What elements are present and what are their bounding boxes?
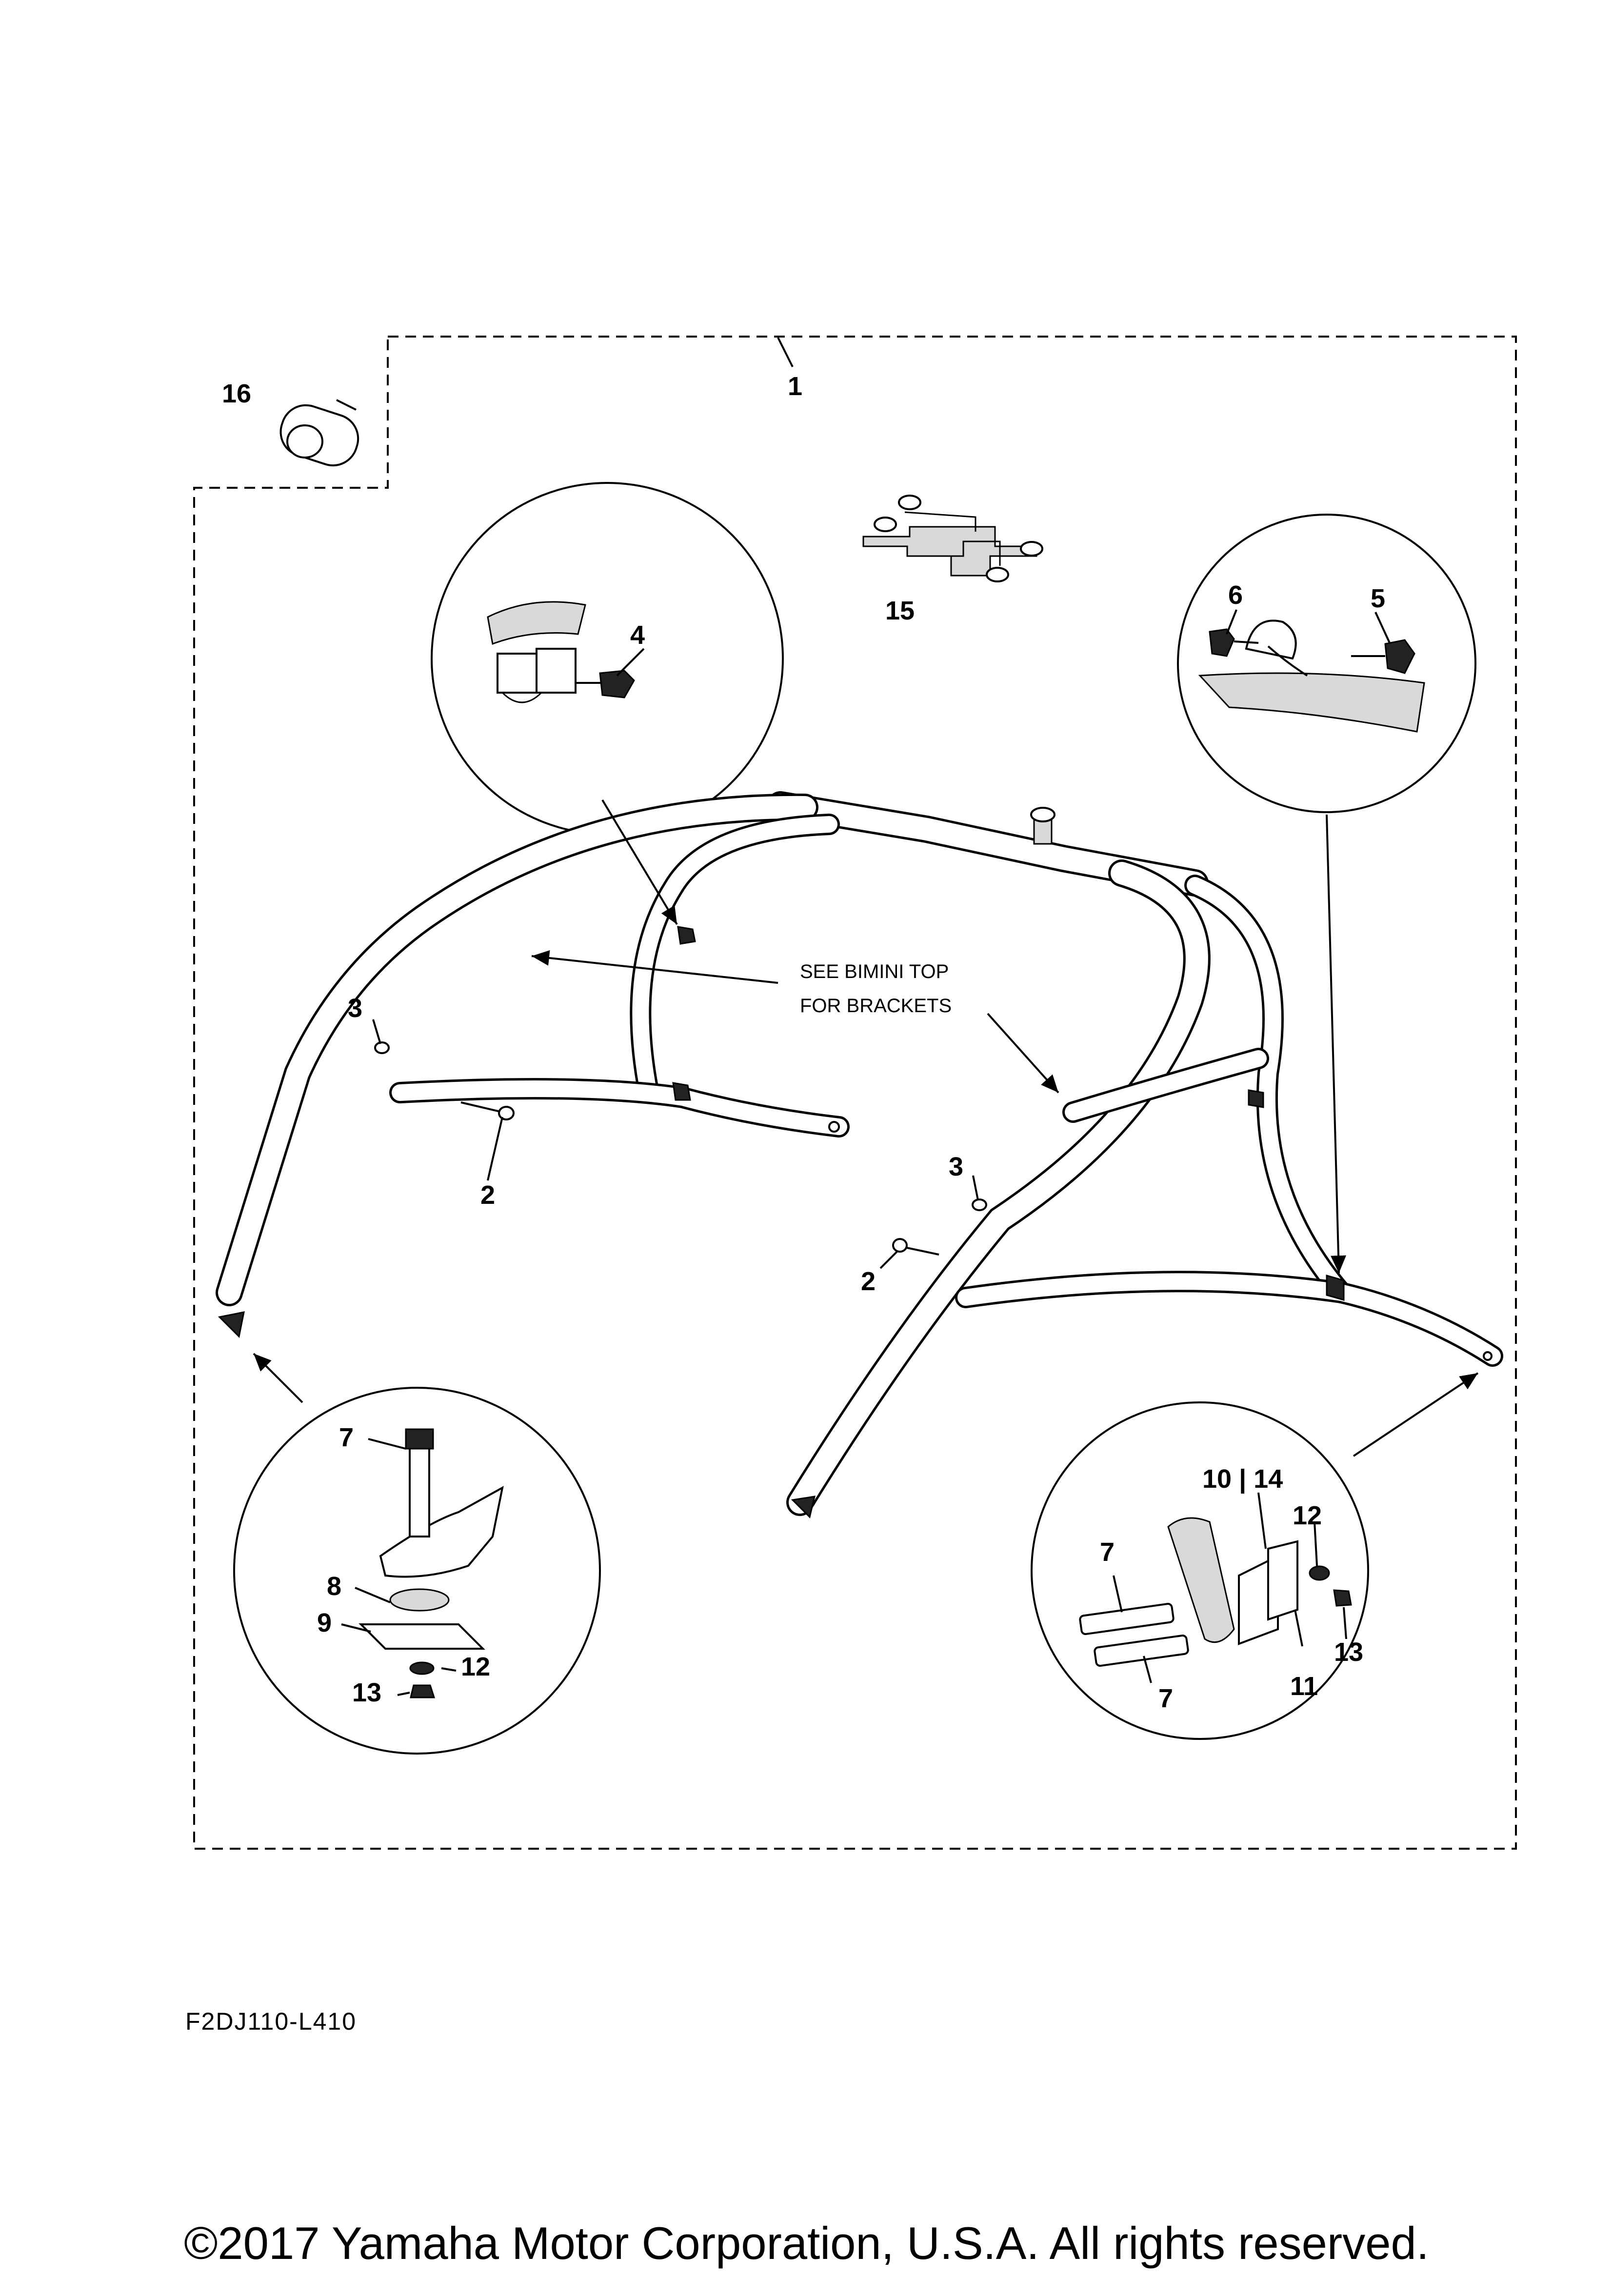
arrow-detail-4 <box>601 799 678 925</box>
callout-3-left: 3 <box>348 994 362 1023</box>
arrow-detail-5-6 <box>1326 814 1347 1274</box>
bolt-part-2-right <box>892 1238 939 1256</box>
callout-12-left: 12 <box>461 1652 490 1681</box>
callout-10-14: 10 | 14 <box>1202 1464 1283 1494</box>
detail-circle-bottom-right <box>1031 1401 1369 1740</box>
callout-7-left: 7 <box>339 1423 354 1452</box>
kit-boundary <box>193 336 1517 1850</box>
detail-circle-4 <box>431 482 784 835</box>
detail-circle-bottom-left <box>233 1387 601 1755</box>
callout-9: 9 <box>317 1608 332 1637</box>
callout-11: 11 <box>1290 1672 1318 1701</box>
callout-4: 4 <box>630 620 645 650</box>
callout-2-left: 2 <box>480 1180 495 1210</box>
arrow-detail-bottom-right <box>1353 1372 1479 1457</box>
note-line-2: FOR BRACKETS <box>800 995 952 1017</box>
cap-part-16 <box>279 404 359 467</box>
leader-1 <box>777 337 794 367</box>
callout-6: 6 <box>1228 580 1243 610</box>
callout-3-right: 3 <box>949 1152 963 1181</box>
callout-1: 1 <box>788 372 802 401</box>
note-leader-left <box>531 950 778 984</box>
drawing-code: F2DJ110-L410 <box>185 2008 357 2035</box>
bracket-part-15 <box>862 495 1043 582</box>
bolt-part-2-left <box>460 1101 515 1120</box>
note-leader-right <box>987 1013 1059 1094</box>
washer-part-3-left <box>374 1041 390 1054</box>
callout-2-right: 2 <box>861 1267 876 1296</box>
callout-5: 5 <box>1371 584 1385 613</box>
callout-7-right-top: 7 <box>1100 1537 1115 1567</box>
callout-13-right: 13 <box>1334 1637 1363 1667</box>
detail-circle-5-6 <box>1177 514 1476 813</box>
arrow-detail-bottom-left <box>253 1353 303 1403</box>
callout-8: 8 <box>327 1572 341 1601</box>
callout-7-right-bottom: 7 <box>1158 1684 1173 1713</box>
tower-frame <box>216 791 1503 1518</box>
callout-15: 15 <box>885 596 915 625</box>
callout-16: 16 <box>222 379 251 408</box>
copyright-notice: ©2017 Yamaha Motor Corporation, U.S.A. A… <box>184 2217 1429 2269</box>
note-line-1: SEE BIMINI TOP <box>800 961 949 982</box>
callout-12-right: 12 <box>1293 1501 1322 1530</box>
washer-part-3-right <box>972 1198 987 1211</box>
callout-13-left: 13 <box>352 1678 381 1707</box>
